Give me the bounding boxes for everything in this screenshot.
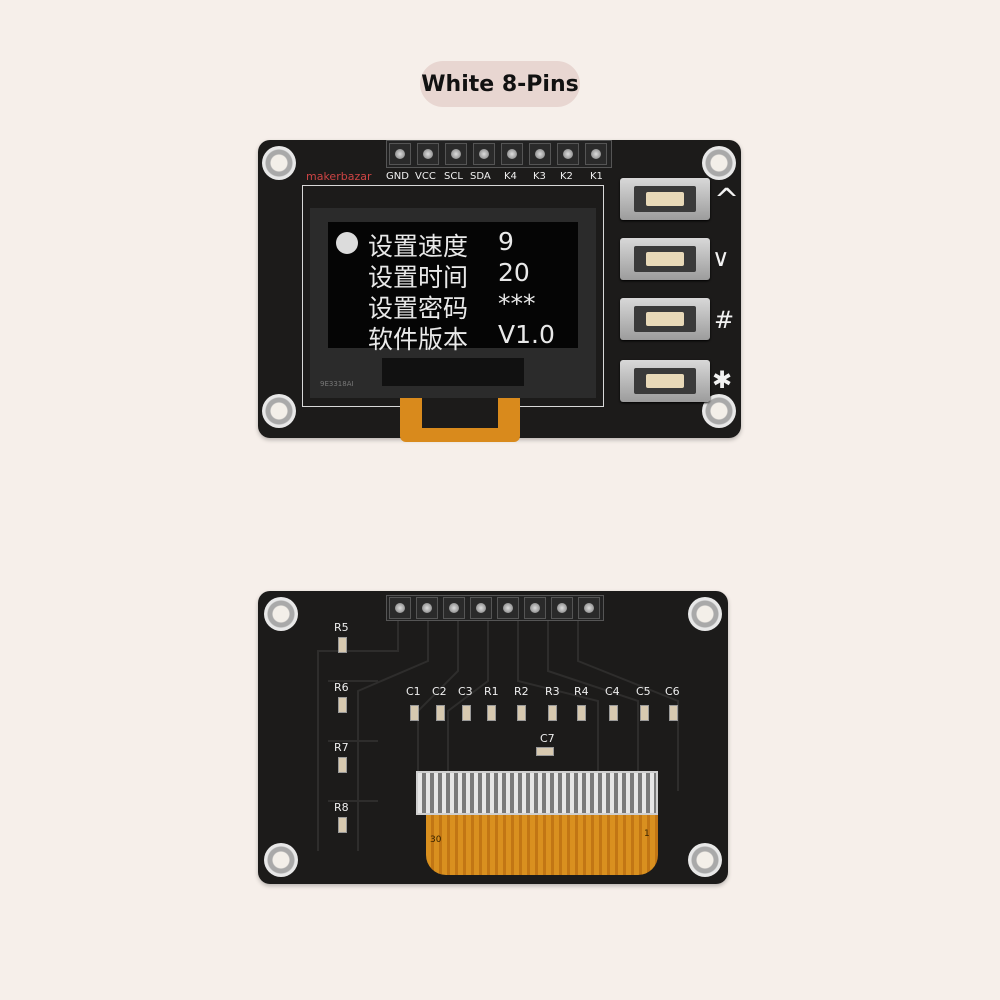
key-star-button[interactable] (620, 360, 710, 402)
oled-screen: 设置速度 9 设置时间 20 设置密码 *** 软件版本 V1.0 (328, 222, 578, 354)
header-pin (445, 143, 467, 165)
fpc-pin-30: 30 (430, 835, 442, 845)
product-title: White 8-Pins (420, 61, 580, 107)
mount-hole-bottom-left (262, 394, 296, 428)
label-c3: C3 (458, 685, 473, 698)
capacitor-c4 (609, 705, 618, 721)
menu-label-version: 软件版本 (368, 325, 469, 354)
menu-label-speed: 设置速度 (368, 232, 469, 261)
mount-hole-top-left (262, 146, 296, 180)
label-r8: R8 (334, 801, 349, 814)
header-pin (443, 597, 465, 619)
mount-hole-top-right (702, 146, 736, 180)
pin-label-scl: SCL (444, 171, 463, 182)
header-pin (557, 143, 579, 165)
label-c6: C6 (665, 685, 680, 698)
brand-logo: makerbazar (306, 170, 372, 183)
pin-header-back (386, 595, 604, 621)
mount-hole-bottom-right (688, 843, 722, 877)
pin-label-k1: K1 (590, 171, 603, 182)
fpc-ribbon: 30 1 (426, 815, 658, 875)
flex-ribbon (400, 398, 520, 442)
capacitor-c3 (462, 705, 471, 721)
label-c4: C4 (605, 685, 620, 698)
label-c5: C5 (636, 685, 651, 698)
resistor-r1 (487, 705, 496, 721)
mount-hole-top-right (688, 597, 722, 631)
header-pin (389, 143, 411, 165)
chip-code: 9E3318AI (320, 380, 354, 388)
menu-label-password: 设置密码 (368, 294, 469, 323)
key-down-button[interactable] (620, 238, 710, 280)
resistor-r5 (338, 637, 347, 653)
asterisk-icon: ✱ (712, 366, 733, 394)
label-c2: C2 (432, 685, 447, 698)
resistor-r7 (338, 757, 347, 773)
header-pin (501, 143, 523, 165)
capacitor-c1 (410, 705, 419, 721)
label-r7: R7 (334, 741, 349, 754)
pcb-traces (317, 621, 679, 851)
header-pin (497, 597, 519, 619)
header-pin (585, 143, 607, 165)
front-board: makerbazar GND VCC SCL SDA K4 K3 K2 K1 设… (258, 140, 741, 442)
mount-hole-bottom-left (264, 843, 298, 877)
oled-module: 设置速度 9 设置时间 20 设置密码 *** 软件版本 V1.0 9E3318… (310, 208, 596, 398)
menu-value-speed: 9 (498, 227, 514, 256)
resistor-r6 (338, 697, 347, 713)
mount-hole-top-left (264, 597, 298, 631)
menu-label-time: 设置时间 (368, 263, 469, 292)
label-c1: C1 (406, 685, 421, 698)
fpc-pin-1: 1 (644, 829, 650, 839)
label-r2: R2 (514, 685, 529, 698)
header-pin (524, 597, 546, 619)
menu-value-version: V1.0 (498, 320, 555, 349)
label-r5: R5 (334, 621, 349, 634)
capacitor-c6 (669, 705, 678, 721)
label-r3: R3 (545, 685, 560, 698)
menu-value-password: *** (498, 289, 536, 318)
fpc-connector (416, 771, 658, 815)
pin-label-k3: K3 (533, 171, 546, 182)
resistor-r4 (577, 705, 586, 721)
pin-header (386, 140, 612, 168)
label-r1: R1 (484, 685, 499, 698)
pin-label-gnd: GND (386, 171, 409, 182)
hash-icon: # (714, 306, 735, 334)
pin-label-k4: K4 (504, 171, 517, 182)
header-pin (578, 597, 600, 619)
label-r6: R6 (334, 681, 349, 694)
header-pin (551, 597, 573, 619)
down-arrow-icon: ∨ (712, 244, 730, 272)
capacitor-c5 (640, 705, 649, 721)
up-arrow-icon: ^ (714, 183, 740, 218)
capacitor-c7 (536, 747, 554, 756)
capacitor-c2 (436, 705, 445, 721)
pin-label-k2: K2 (560, 171, 573, 182)
header-pin (473, 143, 495, 165)
header-pin (470, 597, 492, 619)
label-r4: R4 (574, 685, 589, 698)
label-c7: C7 (540, 732, 555, 745)
menu-value-time: 20 (498, 258, 530, 287)
pin-label-vcc: VCC (415, 171, 436, 182)
header-pin (529, 143, 551, 165)
header-pin (389, 597, 411, 619)
key-up-button[interactable] (620, 178, 710, 220)
resistor-r3 (548, 705, 557, 721)
pin-label-sda: SDA (470, 171, 491, 182)
back-board: R5 R6 R7 R8 C1 C2 C3 R1 R2 R3 R4 C4 C5 C… (258, 591, 728, 884)
resistor-r8 (338, 817, 347, 833)
selection-dot (336, 232, 358, 254)
key-hash-button[interactable] (620, 298, 710, 340)
oled-bezel-strip (382, 358, 524, 386)
header-pin (417, 143, 439, 165)
resistor-r2 (517, 705, 526, 721)
header-pin (416, 597, 438, 619)
